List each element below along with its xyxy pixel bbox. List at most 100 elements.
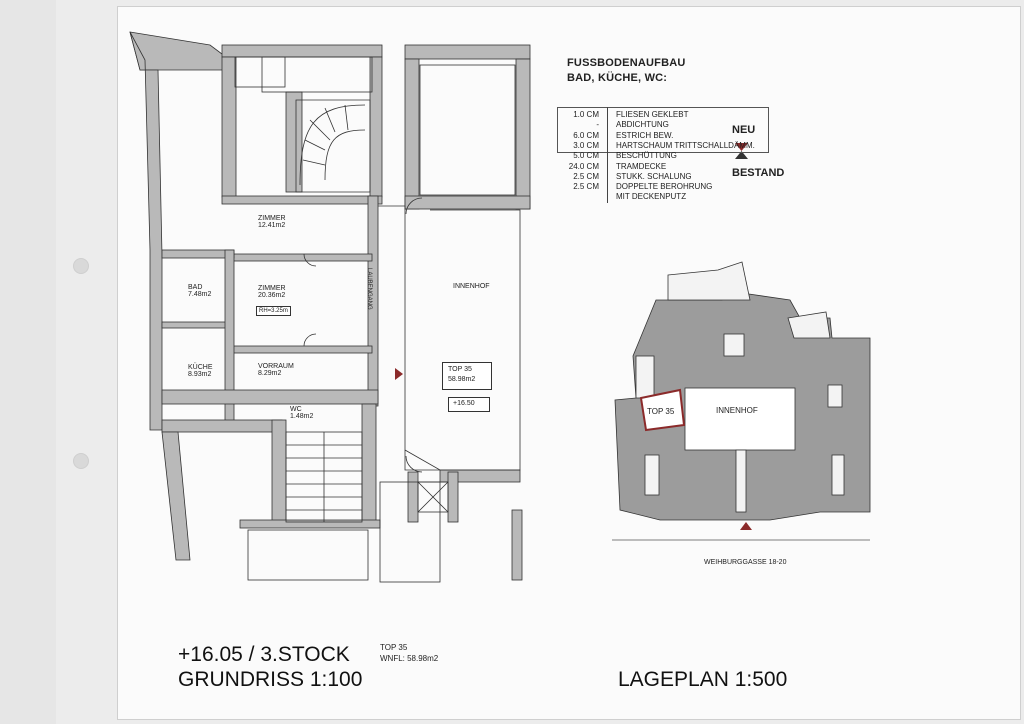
innenhof-label: INNENHOF <box>453 283 490 290</box>
site-north-wing <box>667 261 751 301</box>
site-w-notch <box>635 355 655 399</box>
room-kueche: KÜCHE 8.93m2 <box>188 364 213 378</box>
laubengang-outline <box>378 205 440 471</box>
floor-plan <box>129 31 531 581</box>
wall-stair-lower-left <box>271 419 287 526</box>
wall-south-lower <box>161 419 283 433</box>
room-bad: BAD 7.48m2 <box>188 284 211 298</box>
site-plan <box>612 261 871 541</box>
neu-layers-frame <box>557 107 769 153</box>
wall-lift-right <box>447 471 459 523</box>
room-name: WC <box>290 406 302 413</box>
site-se-notch <box>831 454 845 496</box>
layer-thickness: 1.0 CM <box>573 110 599 119</box>
wall-right-block-bottom <box>404 195 531 210</box>
layer-thickness: 24.0 CM <box>568 161 599 171</box>
innenhof-outline <box>404 209 521 471</box>
layer-thickness: 5.0 CM <box>573 151 599 161</box>
site-light-well <box>723 333 745 357</box>
layer-description: ESTRICH BEW. <box>616 130 674 140</box>
site-e-notch <box>827 384 843 408</box>
wall-bath-kitchen <box>161 321 233 329</box>
punch-hole-bottom <box>73 453 89 469</box>
floor-build-title-2: BAD, KÜCHE, WC: <box>567 72 668 84</box>
layer-thickness: 3.0 CM <box>573 140 599 150</box>
layer-description: DOPPELTE BEROHRUNG <box>616 182 713 192</box>
spiral-stair-inner <box>324 129 366 181</box>
layer-description: TRAMDECKE <box>616 161 667 171</box>
laubengang-label: LAUBENGANG <box>366 268 372 310</box>
site-entrance <box>735 449 747 513</box>
neu-bestand-marker <box>735 143 748 151</box>
room-height-label: RH=3.25m <box>256 306 291 316</box>
site-top35-label: TOP 35 <box>647 407 675 416</box>
neu-label: NEU <box>732 124 756 136</box>
street-label: WEIHBURGGASSE 18-20 <box>704 559 787 566</box>
wall-zimmer-vorraum <box>231 345 373 354</box>
layer-thickness: 2.5 CM <box>573 182 599 192</box>
room-name: ZIMMER <box>258 285 286 292</box>
site-top35-highlight <box>639 388 686 432</box>
room-area: 7.48m2 <box>188 291 212 298</box>
layer-description: MIT DECKENPUTZ <box>616 192 687 202</box>
level-title: +16.05 / 3.STOCK <box>178 643 350 666</box>
wall-right-block-top <box>404 44 531 60</box>
title-wnfl: WNFL: 58.98m2 <box>380 654 439 663</box>
title-top: TOP 35 <box>380 643 408 652</box>
legend-divider <box>607 107 608 203</box>
wall-mid-top <box>285 91 303 193</box>
room-area: 1.48m2 <box>290 413 314 420</box>
room-zimmer-1: ZIMMER 12.41m2 <box>258 215 286 229</box>
wall-apt-north <box>221 195 383 205</box>
layer-description: FLIESEN GEKLEBT <box>616 110 689 119</box>
spiral-stair-curve <box>299 104 366 186</box>
site-courtyard <box>684 387 796 451</box>
wall-lift-left <box>407 471 419 523</box>
level-value: +16.50 <box>453 400 475 407</box>
bestand-label: BESTAND <box>732 167 785 179</box>
room-name: ZIMMER <box>258 215 286 222</box>
layer-description: STUKK. SCHALUNG <box>616 171 692 181</box>
wall-far-right <box>511 509 523 581</box>
room-area: 12.41m2 <box>258 222 286 229</box>
wall-stair-core <box>221 56 237 198</box>
lageplan-title: LAGEPLAN 1:500 <box>618 668 788 691</box>
room-name: VORRAUM <box>258 363 294 370</box>
layer-thickness: 2.5 CM <box>573 171 599 181</box>
layer-description: ABDICHTUNG <box>616 120 669 130</box>
wall-zimmer-divider <box>231 253 373 262</box>
site-innenhof-label: INNENHOF <box>716 406 758 415</box>
room-name: BAD <box>188 284 203 291</box>
room-wc: WC 1.48m2 <box>290 406 313 420</box>
wall-stair-lower-right <box>361 403 377 525</box>
site-sw-notch <box>644 454 660 496</box>
view-arrow <box>395 368 403 380</box>
room-area: 20.36m2 <box>258 292 286 299</box>
wall-right-block-right <box>515 58 531 210</box>
spiral-stair <box>295 99 371 193</box>
wall-south-left <box>161 431 191 561</box>
layer-thickness: - <box>596 120 599 130</box>
site-ne-wing <box>787 311 831 339</box>
grundriss-title: GRUNDRISS 1:100 <box>178 668 363 691</box>
room-name: KÜCHE <box>188 364 213 371</box>
scan-margin <box>0 0 56 724</box>
room-area: 8.29m2 <box>258 370 282 377</box>
wall-west <box>129 31 163 431</box>
unit-area: 58.98m2 <box>448 376 476 383</box>
wall-bath-north <box>161 249 235 259</box>
site-view-arrow <box>740 522 752 530</box>
unit-box: TOP 35 58.98m2 <box>442 362 492 390</box>
floor-plan-lines <box>234 56 521 583</box>
wall-south-bottom <box>239 519 381 529</box>
wall-top-block <box>221 44 383 58</box>
unit-top: TOP 35 <box>448 366 472 373</box>
wall-apt-south <box>161 389 379 405</box>
layer-description: BESCHÜTTUNG <box>616 151 677 161</box>
room-zimmer-2: ZIMMER 20.36m2 <box>258 285 286 299</box>
room-vorraum: VORRAUM 8.29m2 <box>258 363 294 377</box>
room-area: 8.93m2 <box>188 371 212 378</box>
straight-stairs <box>285 431 363 523</box>
punch-hole-top <box>73 258 89 274</box>
